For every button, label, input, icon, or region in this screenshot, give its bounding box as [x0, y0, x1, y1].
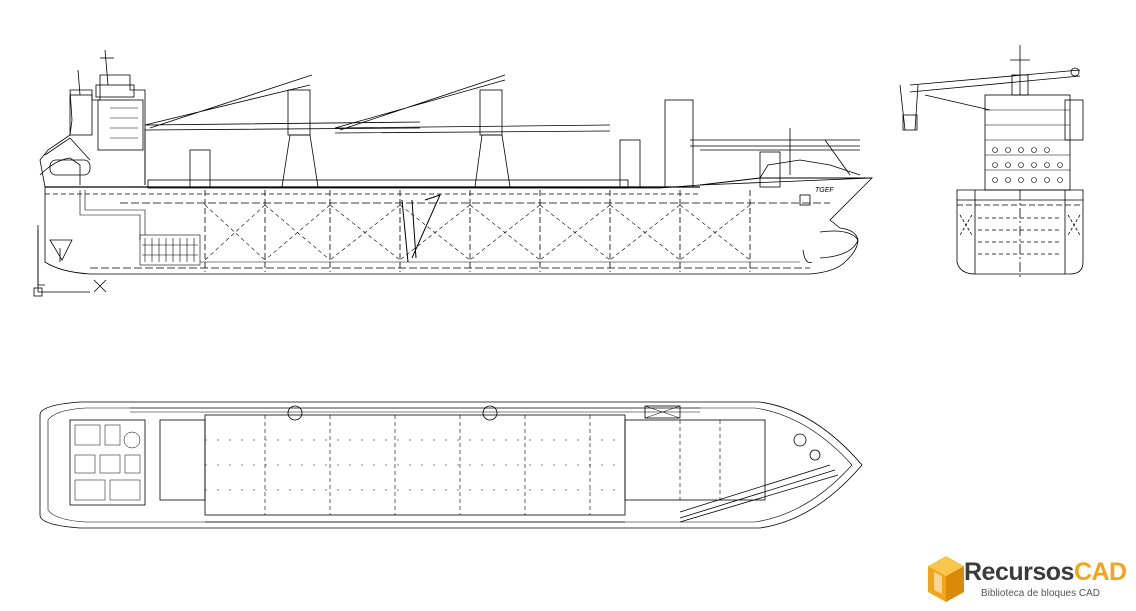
stern-section — [39, 74, 146, 188]
cargo-hatch-1 — [159, 419, 206, 501]
logo-word-part2: CAD — [1073, 558, 1127, 586]
bulbous-bow — [819, 230, 859, 259]
section-hull-outline — [956, 189, 1084, 275]
logo-wordmark: RecursosCAD — [964, 558, 1127, 586]
propeller — [49, 239, 73, 262]
hold-bulkheads — [204, 190, 751, 272]
ucs-icon — [33, 230, 107, 297]
crane-2-pedestal — [474, 134, 511, 188]
logo-tagline: Biblioteca de bloques CAD — [981, 588, 1100, 599]
crane-1-pedestal — [281, 134, 319, 188]
cargo-hatch-fwd — [624, 419, 766, 501]
section-superstructure — [984, 94, 1071, 191]
end-section-view — [899, 45, 1084, 278]
engine-block — [139, 234, 201, 266]
logo-word-part1: Recursos — [964, 558, 1074, 586]
side-elevation-view — [33, 49, 874, 297]
hull-marking: TGEF — [815, 187, 834, 194]
rudder — [37, 225, 45, 286]
hull-outline — [44, 177, 874, 275]
deck-plan-forward-jib — [679, 464, 839, 523]
cargo-hatch-main — [204, 414, 626, 516]
section-crane-jib — [909, 69, 1081, 111]
deck-plan-hull-outline — [39, 401, 863, 529]
hold-cross-bracing — [204, 204, 751, 261]
logo-cube-icon — [928, 556, 964, 602]
deck-plan-view — [39, 401, 863, 529]
recursoscad-logo[interactable]: RecursosCAD Biblioteca de bloques CAD — [926, 552, 1134, 608]
